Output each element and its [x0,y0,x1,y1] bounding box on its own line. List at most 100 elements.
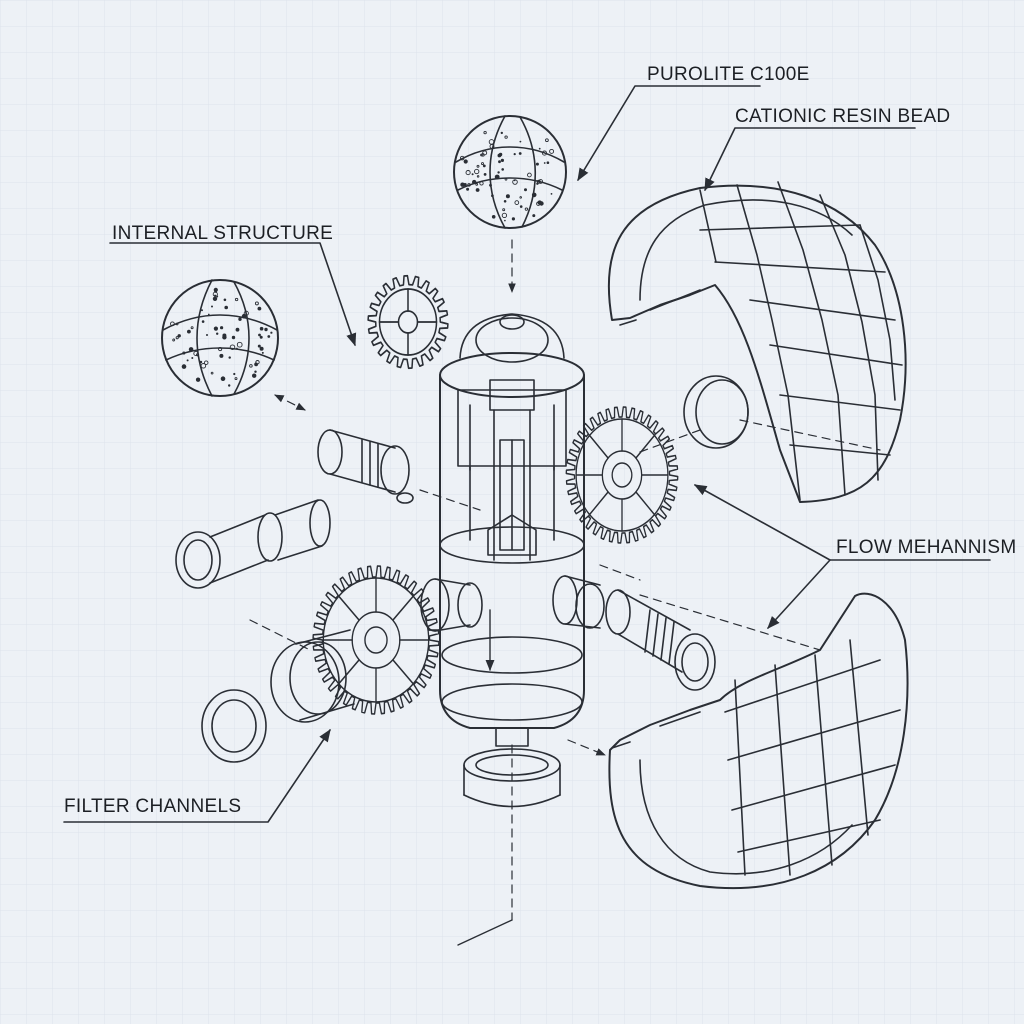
resin-pore [234,297,239,302]
resin-pore [241,313,247,319]
resin-pore [257,344,261,348]
resin-pore [549,148,555,154]
leader-purolite [577,85,761,182]
resin-pore [201,309,203,312]
fitting-left-tube [175,499,331,589]
resin-pore [475,188,480,192]
resin-pore [463,159,468,164]
resin-pore [243,310,249,316]
resin-pore [536,179,541,184]
resin-bead-top [453,115,567,229]
resin-pore [181,364,187,369]
resin-pore [489,183,492,187]
resin-pore [543,162,546,164]
resin-pore [223,298,227,302]
resin-pore [479,181,484,186]
resin-pore [475,183,479,186]
resin-pore [254,370,257,373]
resin-pore [511,217,515,221]
resin-pore [471,173,474,176]
resin-pore [494,174,500,180]
resin-pore [482,164,486,168]
resin-pore [264,327,268,332]
resin-pore [213,326,218,331]
resin-pore [259,346,264,351]
resin-pore [175,322,179,326]
explode-axes [249,239,881,921]
resin-pore [483,173,487,176]
resin-pore [175,336,179,340]
shell-upper [607,181,907,503]
resin-pore [191,357,194,359]
resin-pore [267,335,271,338]
gear-teeth [312,565,440,715]
resin-pore [210,371,214,375]
resin-pore [206,334,208,336]
resin-pore [222,333,227,338]
base-ring [463,748,561,808]
ring-left [201,689,267,763]
label-flow-mechanism: FLOW MEHANNISM [836,537,1017,558]
leader-flow-2 [767,559,831,629]
resin-pore [170,321,175,327]
resin-pore [459,155,465,161]
leader-lines [63,85,991,823]
gear-teeth [367,274,449,370]
resin-pore [467,183,471,187]
resin-pore [538,179,544,184]
resin-pore [504,135,508,139]
resin-pore [228,356,231,359]
resin-pore [500,131,503,135]
resin-pore [538,147,541,150]
label-filter-channels: FILTER CHANNELS [64,796,242,817]
left-gear [312,565,440,715]
resin-pore [196,353,200,357]
resin-pore [172,338,176,342]
resin-pore [188,347,194,352]
resin-pore [234,377,238,381]
resin-pore [466,187,470,191]
resin-pore [513,179,516,182]
label-purolite-c100e: PUROLITE C100E [647,64,810,85]
resin-pore [220,326,224,330]
leader-filter [63,728,331,823]
fitting-center-left [420,578,483,632]
resin-pore [504,219,506,222]
resin-pore [236,347,238,350]
resin-pore [186,359,189,362]
resin-pore [474,168,480,175]
resin-pore [182,351,186,355]
resin-pore [532,214,536,218]
resin-pore [254,301,259,306]
resin-pore [504,177,508,181]
resin-pore [257,306,262,311]
resin-pore [236,341,243,348]
resin-pore [519,205,523,208]
resin-pore [524,188,527,192]
resin-pore [195,377,201,382]
resin-pore [187,329,191,334]
resin-pore [212,296,218,301]
resin-bead-left [161,279,279,397]
resin-pore [220,376,226,381]
resin-pore [200,363,207,369]
resin-pore [519,140,522,143]
resin-pore [491,194,494,198]
resin-pore [519,196,522,199]
resin-pore [259,326,264,331]
resin-pore [503,200,507,203]
resin-pore [249,364,253,368]
resin-pore [213,287,218,292]
resin-pore [481,162,484,166]
resin-pore [215,291,217,293]
resin-pore [235,327,240,332]
resin-pore [460,182,465,187]
ring-right-upper [683,375,749,449]
resin-pore [497,171,500,174]
resin-pore [545,138,549,143]
resin-pore [255,360,260,365]
resin-pore [491,215,496,219]
label-internal-structure: INTERNAL STRUCTURE [112,223,334,244]
label-cationic-resin-bead: CATIONIC RESIN BEAD [735,106,951,127]
